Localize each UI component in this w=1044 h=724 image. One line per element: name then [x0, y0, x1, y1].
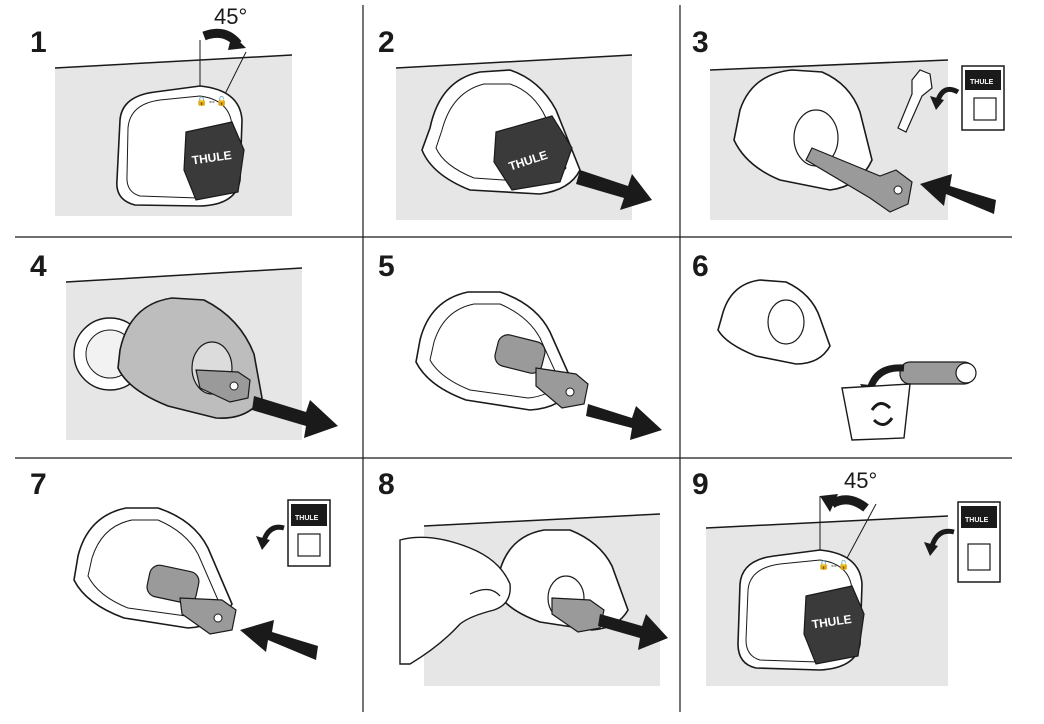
lock-icon: [803, 585, 865, 665]
key-icon: [195, 369, 251, 403]
step-number: 6: [692, 250, 709, 283]
step-6-illustration: [717, 279, 977, 441]
step-2-illustration: THULE: [395, 54, 652, 220]
key-icon: [179, 597, 237, 635]
step-5-illustration: [415, 291, 662, 440]
svg-text:THULE: THULE: [811, 612, 853, 631]
step-number: 9: [692, 468, 709, 501]
spare-key-icon: [897, 69, 933, 133]
pull-arrow-icon: [252, 396, 338, 438]
angle-label: 45°: [844, 468, 878, 493]
card-brand: THULE: [295, 515, 319, 522]
push-arrow-icon: [240, 620, 318, 660]
step-number: 5: [378, 250, 395, 283]
step-1-illustration: 🔒⇔🔓 THULE: [54, 28, 293, 216]
step-number: 4: [30, 250, 47, 283]
lock-icon: [493, 115, 573, 191]
lock-icon: [183, 121, 245, 201]
step-number: 3: [692, 26, 709, 59]
lock-cylinder-icon: [494, 334, 546, 374]
step-number: 8: [378, 468, 395, 501]
step-7-illustration: THULE: [73, 499, 331, 660]
recycle-bin-icon: [841, 383, 911, 441]
step-3-illustration: THULE: [709, 59, 1005, 220]
key-icon: [551, 597, 605, 633]
svg-text:🔒⇔🔓: 🔒⇔🔓: [196, 95, 227, 106]
step-4-illustration: [65, 267, 338, 440]
angle-label: 45°: [214, 4, 248, 29]
step-number: 2: [378, 26, 395, 59]
step-number: 1: [30, 26, 47, 59]
card-brand: THULE: [965, 517, 989, 524]
step-number: 7: [30, 468, 47, 501]
card-brand: THULE: [970, 79, 994, 86]
pull-arrow-icon: [598, 614, 668, 650]
svg-text:🔒⇔🔓: 🔒⇔🔓: [818, 559, 849, 570]
key-icon: [535, 367, 589, 409]
pull-arrow-icon: [576, 170, 652, 210]
lock-cylinder-icon: [146, 564, 200, 604]
push-arrow-icon: [920, 174, 996, 214]
brand-logo: THULE: [191, 148, 233, 167]
key-icon: [805, 147, 913, 213]
pull-arrow-icon: [586, 404, 662, 440]
rotate-arrow-icon: [829, 495, 869, 512]
hand-icon: [399, 536, 511, 665]
